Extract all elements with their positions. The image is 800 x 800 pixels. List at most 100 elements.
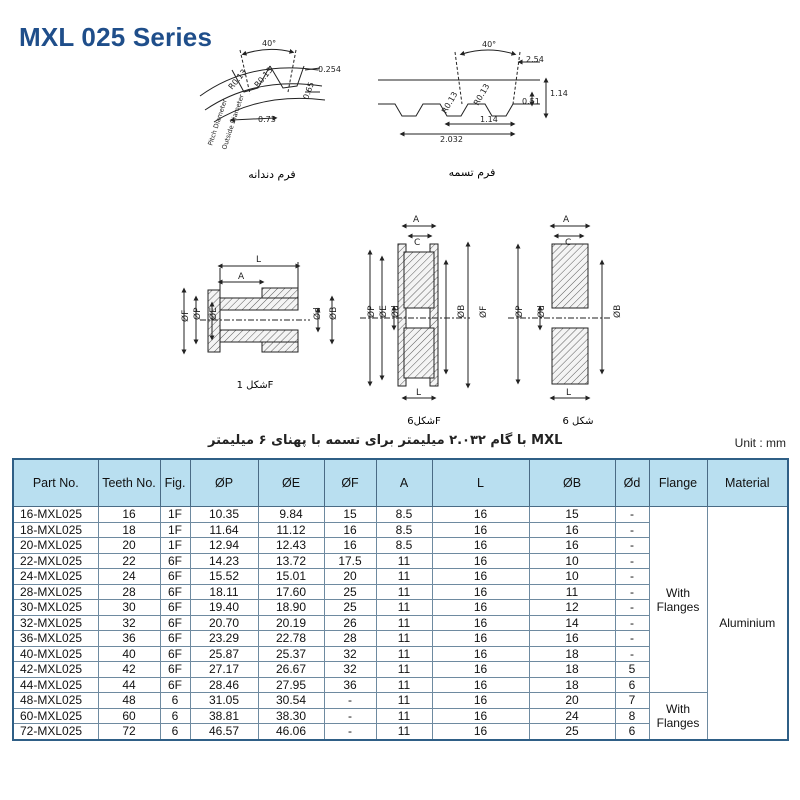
table-cell: 6F [159,583,191,600]
table-cell: 36 [323,676,377,693]
table-cell: 16 [431,537,530,554]
fig1f-d: Ød [312,307,323,320]
belt-form-caption: فرم تسمه [449,166,496,179]
column-header: Teeth No. [97,458,161,507]
table-cell: 8.5 [375,537,433,554]
belt-dim-114b: 1.14 [480,115,498,124]
part-number-cell: 28-MXL025 [12,583,99,600]
fig6f-F: ØF [478,306,489,318]
table-cell: 72 [97,723,161,740]
table-cell: 6 [614,676,650,693]
table-cell: 16 [431,599,530,616]
table-cell: 13.72 [257,552,325,569]
table-cell: 16 [431,552,530,569]
tooth-angle: 40° [262,39,276,48]
table-cell: 28.46 [189,676,259,693]
table-cell: 25 [323,599,377,616]
table-cell: - [614,537,650,554]
table-cell: 1F [159,521,191,538]
table-cell: 14.23 [189,552,259,569]
part-number-cell: 40-MXL025 [12,645,99,662]
fig6f-B: ØB [456,305,467,318]
table-cell: 11 [375,630,433,647]
table-cell: - [323,707,377,724]
table-cell: 22.78 [257,630,325,647]
table-cell: 18 [528,661,616,678]
table-cell: 20.70 [189,614,259,631]
part-number-cell: 60-MXL025 [12,707,99,724]
table-cell: 16 [528,537,616,554]
table-cell: 16 [431,583,530,600]
table-cell: 6F [159,630,191,647]
table-cell: 44 [97,676,161,693]
table-cell: 15 [528,506,616,523]
fig6-L: L [566,388,571,398]
fig1f-A: A [238,272,245,282]
table-cell: 32 [97,614,161,631]
table-cell: 11 [375,676,433,693]
table-cell: 18.90 [257,599,325,616]
table-cell: - [614,630,650,647]
table-cell: 12.43 [257,537,325,554]
table-cell: 16 [323,521,377,538]
table-cell: 16 [323,537,377,554]
table-cell: 6 [614,723,650,740]
table-cell: 15.01 [257,568,325,585]
table-cell: 15 [323,506,377,523]
table-cell: 1F [159,506,191,523]
table-cell: 20 [97,537,161,554]
table-cell: 31.05 [189,692,259,709]
table-cell: - [614,568,650,585]
table-cell: 16 [431,614,530,631]
table-cell: 42 [97,661,161,678]
belt-dim-114: 1.14 [550,89,568,98]
table-cell: 16 [431,692,530,709]
fig6f-A: A [413,215,420,225]
tooth-form-labels: 40° 0.254 0.65 R0.13 R0.13 0.73 Pitch Di… [206,39,341,151]
table-cell: 6F [159,552,191,569]
table-cell: 19.40 [189,599,259,616]
fig6f-C: C [414,238,420,248]
table-cell: 10.35 [189,506,259,523]
table-cell: 26.67 [257,661,325,678]
table-cell: 6F [159,614,191,631]
table-cell: 9.84 [257,506,325,523]
table-cell: 27.95 [257,676,325,693]
fig1f-F: ØF [180,310,191,322]
table-cell: 6 [159,707,191,724]
table-cell: 11 [375,723,433,740]
table-cell: 18 [97,521,161,538]
table-cell: 22 [97,552,161,569]
column-header: ØP [189,458,259,507]
part-number-cell: 20-MXL025 [12,537,99,554]
table-cell: 8.5 [375,506,433,523]
table-cell: 16 [431,630,530,647]
flange-cell: With Flanges [648,692,708,740]
table-cell: 32 [323,645,377,662]
table-cell: 10 [528,552,616,569]
fig-6f-caption: شکل6F [407,416,441,427]
part-number-cell: 22-MXL025 [12,552,99,569]
table-cell: 16 [97,506,161,523]
table-heading: MXL با گام ۲.۰۳۲ میلیمتر برای تسمه با په… [0,433,800,455]
table-cell: 11 [375,599,433,616]
table-cell: 8.5 [375,521,433,538]
table-cell: - [614,583,650,600]
table-cell: 11.64 [189,521,259,538]
tooth-dim-0254: 0.254 [318,65,341,74]
part-number-cell: 48-MXL025 [12,692,99,709]
table-cell: 11 [528,583,616,600]
table-cell: - [614,614,650,631]
fig6f-E: ØE [378,305,389,318]
table-cell: - [323,692,377,709]
table-cell: 30.54 [257,692,325,709]
table-cell: 25 [528,723,616,740]
